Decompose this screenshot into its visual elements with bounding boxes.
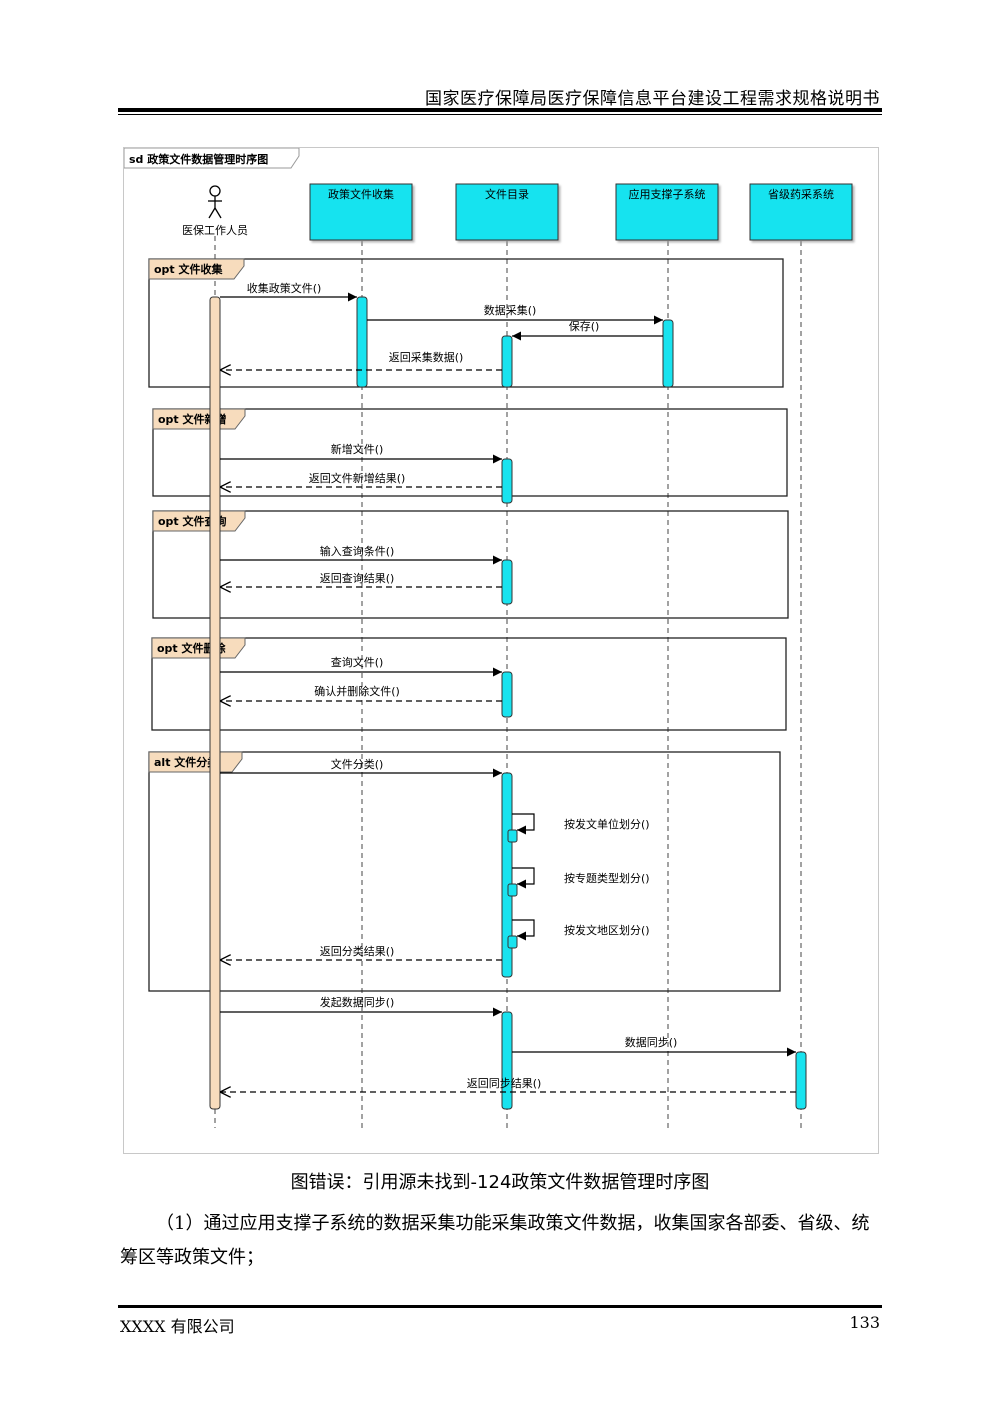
activation-app-support — [662, 319, 674, 388]
arrow-self-by-region — [512, 919, 535, 941]
activation-catalog-2 — [501, 458, 513, 504]
footer-page-number: 133 — [849, 1313, 880, 1332]
activation-policy-collect — [356, 296, 368, 388]
lifeline-label-provincial: 省级药采系统 — [768, 188, 834, 201]
page-header-title: 国家医疗保障局医疗保障信息平台建设工程需求规格说明书 — [425, 89, 880, 109]
lifeline-head-policy-collect — [309, 183, 413, 241]
msg-by-topic: 按专题类型划分() — [564, 871, 650, 885]
activation-catalog-6 — [501, 1011, 513, 1110]
fragment-label-delete: opt 文件删除 — [157, 641, 227, 655]
msg-data-sync: 数据同步() — [625, 1035, 678, 1049]
activation-catalog-4 — [501, 671, 513, 718]
activation-actor — [209, 296, 221, 1110]
fragment-box-query — [152, 510, 789, 619]
diagram-frame: sd 政策文件数据管理时序图 — [124, 148, 300, 169]
diagram-frame-title: sd 政策文件数据管理时序图 — [129, 152, 268, 166]
lifeline-label-app-support: 应用支撑子系统 — [629, 187, 706, 201]
activation-catalog-self-3 — [507, 935, 518, 949]
lifeline-label-policy-collect: 政策文件收集 — [328, 187, 394, 201]
activation-catalog-3 — [501, 559, 513, 605]
lifeline-head-app-support — [615, 183, 719, 241]
fragment-tab-query — [152, 510, 246, 532]
msg-collect-policy-file: 收集政策文件() — [247, 281, 322, 295]
fragment-box-add — [152, 408, 788, 497]
sequence-diagram: sd 政策文件数据管理时序图 医保工作人员 政策文件收集 文件目录 应用支撑子系… — [123, 147, 879, 1154]
msg-delete-confirm: 确认并删除文件() — [314, 684, 400, 698]
activation-catalog-self-2 — [507, 883, 518, 897]
actor-label: 医保工作人员 — [182, 223, 248, 237]
msg-data-collect: 数据采集() — [484, 303, 537, 317]
fragment-label-collect: opt 文件收集 — [154, 262, 224, 276]
msg-classify: 文件分类() — [331, 757, 384, 771]
msg-start-sync: 发起数据同步() — [320, 995, 395, 1009]
arrow-self-by-unit — [512, 813, 535, 835]
arrow-self-by-topic — [512, 867, 535, 889]
msg-input-query: 输入查询条件() — [320, 544, 395, 558]
fragment-box-delete — [151, 637, 787, 731]
msg-return-query-result: 返回查询结果() — [320, 571, 395, 585]
lifeline-label-file-catalog: 文件目录 — [485, 187, 529, 201]
fragment-label-classify: alt 文件分类 — [154, 755, 219, 769]
header-rule-thin — [118, 114, 882, 115]
body-paragraph: （1）通过应用支撑子系统的数据采集功能采集政策文件数据，收集国家各部委、省级、统… — [120, 1213, 870, 1268]
fragment-tab-delete — [151, 637, 246, 659]
fragment-tab-collect — [148, 258, 245, 280]
footer-rule — [118, 1305, 882, 1308]
msg-return-collect-data: 返回采集数据() — [389, 350, 464, 364]
msg-return-sync-result: 返回同步结果() — [467, 1077, 542, 1090]
figure-caption: 图错误：引用源未找到-124政策文件数据管理时序图 — [290, 1172, 710, 1193]
activation-catalog-5 — [501, 772, 513, 978]
header-rule-thick — [118, 108, 882, 112]
msg-add-file: 新增文件() — [331, 442, 384, 456]
msg-return-classify-result: 返回分类结果() — [320, 944, 395, 958]
actor-icon — [208, 185, 222, 219]
activation-catalog-1 — [501, 335, 513, 388]
fragment-tab-add — [152, 408, 246, 430]
activation-catalog-self-1 — [507, 829, 518, 843]
fragment-box-classify — [148, 751, 781, 992]
fragment-label-add: opt 文件新增 — [158, 412, 227, 426]
fragment-box-collect — [148, 258, 784, 388]
msg-query-file: 查询文件() — [331, 655, 384, 669]
lifeline-head-file-catalog — [455, 183, 559, 241]
footer-company: XXXX 有限公司 — [120, 1317, 235, 1336]
msg-save: 保存() — [569, 319, 600, 333]
lifeline-head-provincial — [749, 183, 853, 241]
msg-return-add-result: 返回文件新增结果() — [309, 471, 406, 485]
fragment-label-query: opt 文件查询 — [158, 514, 227, 528]
msg-by-unit: 按发文单位划分() — [564, 817, 650, 831]
msg-by-region: 按发文地区划分() — [564, 923, 650, 937]
activation-provincial — [795, 1051, 807, 1110]
